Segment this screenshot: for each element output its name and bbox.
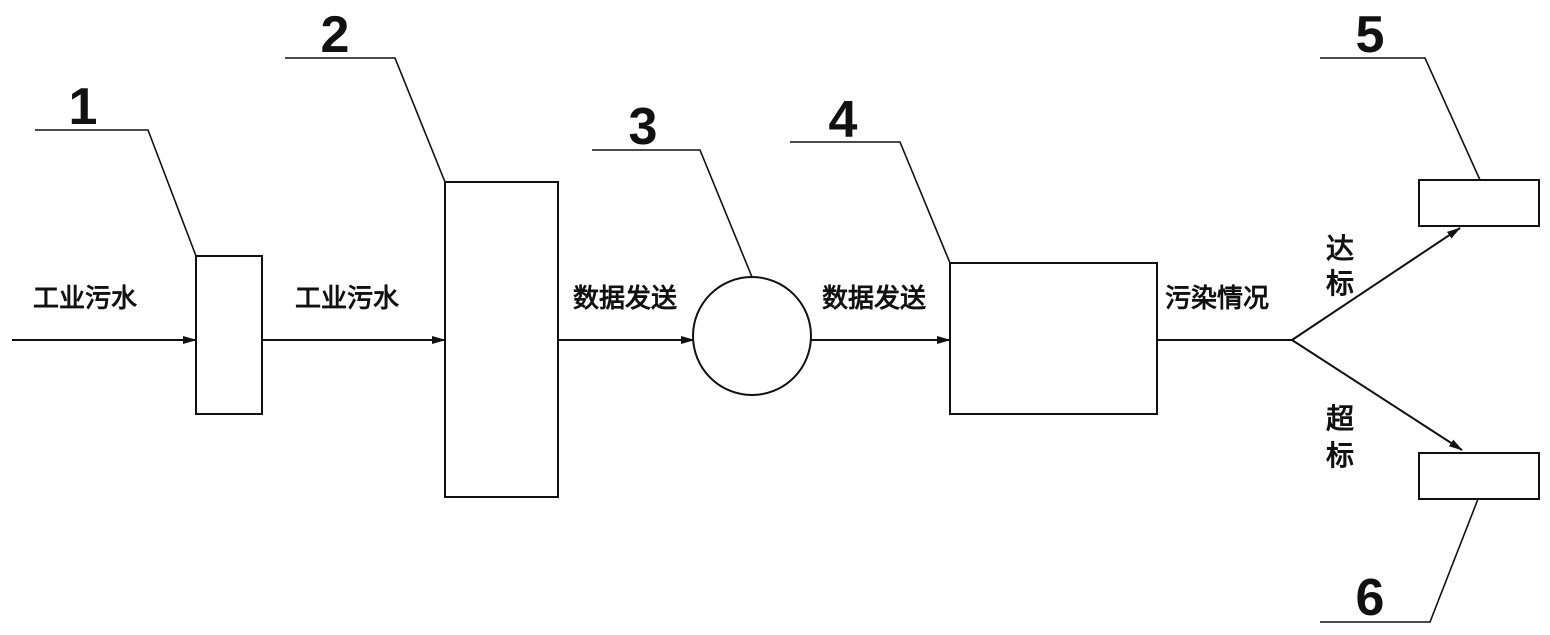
component-6-box (1418, 452, 1540, 500)
branch-lower-char-1: 超 (1326, 402, 1355, 435)
component-4-box (949, 262, 1158, 415)
branch-upper-line (1291, 227, 1461, 341)
component-5-label: 5 (1356, 6, 1385, 64)
branch-upper-char-2: 标 (1326, 267, 1354, 300)
component-5-box (1418, 179, 1540, 227)
branch-lower-line (1291, 339, 1463, 451)
component-3-label: 3 (629, 98, 658, 156)
component-1-box (195, 255, 263, 415)
branch-upper-char-1: 达 (1326, 232, 1354, 265)
component-2-box (444, 181, 559, 498)
component-6-label: 6 (1356, 569, 1385, 627)
flow-label-2-to-3: 数据发送 (573, 283, 677, 314)
leader-5 (1320, 57, 1481, 181)
leader-6 (1320, 498, 1479, 623)
flow-label-4-out: 污染情况 (1165, 284, 1269, 314)
component-2-label: 2 (321, 6, 350, 64)
leader-1 (35, 129, 197, 257)
branch-lower-char-2: 标 (1326, 439, 1354, 472)
component-3-circle (692, 276, 812, 396)
component-1-label: 1 (69, 78, 98, 136)
component-4-label: 4 (829, 91, 858, 149)
leader-2 (285, 57, 446, 183)
flow-label-input: 工业污水 (33, 284, 138, 314)
leader-3 (592, 149, 753, 278)
leader-4 (790, 141, 951, 264)
flow-label-1-to-2: 工业污水 (295, 284, 400, 314)
flow-label-3-to-4: 数据发送 (822, 283, 926, 314)
